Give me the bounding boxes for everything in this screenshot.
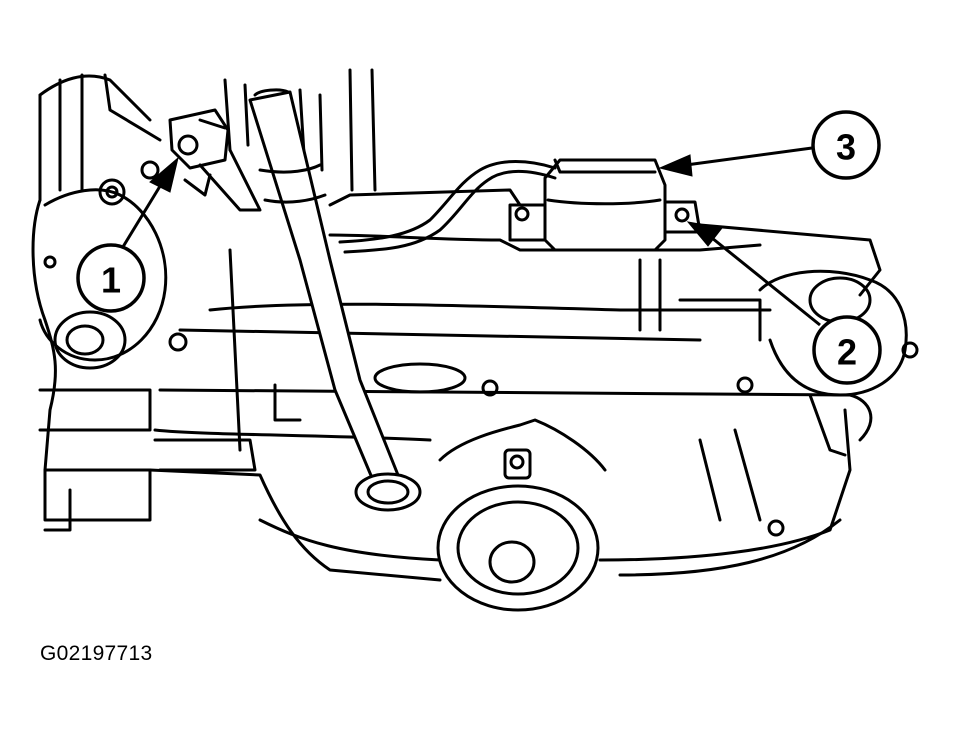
module-3-box [508,158,702,252]
callout-3: 3 [658,110,881,180]
callout-1-number: 1 [101,260,121,301]
callout-2: 2 [686,221,882,385]
dipstick-tube [248,88,422,512]
output-housing-right [758,269,908,457]
callout-2-leader [711,236,821,327]
callout-1: 1 [76,156,179,313]
callout-2-arrowhead [686,221,723,247]
callout-3-number: 3 [836,127,856,168]
callout-3-circle [811,110,881,180]
callout-3-leader [685,146,813,167]
callout-1-circle [76,243,146,313]
callout-3-arrowhead [658,154,693,177]
callout-2-circle [812,315,882,385]
callout-1-arrowhead [149,156,179,193]
callout-1-leader [116,177,167,256]
center-boss [436,418,607,612]
sensor-1-connector [168,108,262,212]
callout-2-number: 2 [837,332,857,373]
transmission-housing-left [31,73,257,532]
figure-id-label: G02197713 [40,642,153,665]
wire-harness [338,160,557,254]
background-structure [223,68,377,452]
